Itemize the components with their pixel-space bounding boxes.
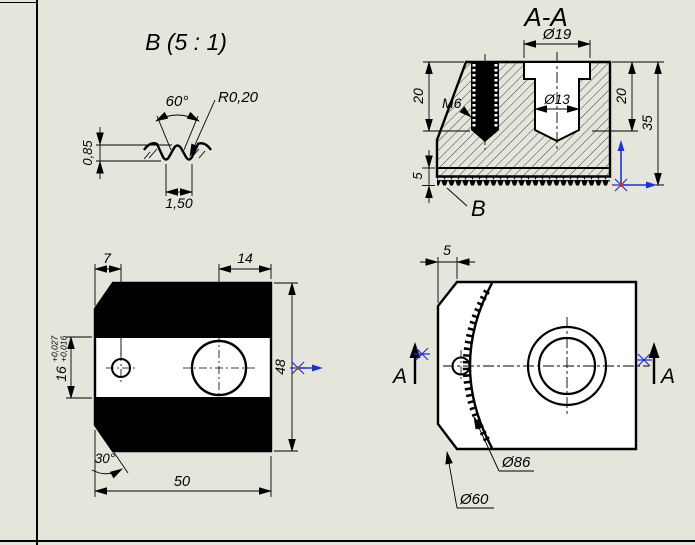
- knurl-profile-hatch: [143, 148, 206, 160]
- section-arrowhead-icon: [409, 342, 421, 358]
- dim-slot-height-text: 16: [53, 366, 69, 382]
- dim-groove-depth-text: 0,85: [80, 140, 95, 166]
- knurl-profile-outline: [143, 142, 212, 161]
- dim-boss-dia: Ø60: [445, 451, 494, 509]
- dim-hole-depth-text: 20: [613, 88, 629, 105]
- dim-flange-height: 5: [410, 150, 435, 203]
- dim-knurl-pitch: 1,50: [165, 164, 193, 211]
- dim-chamfer-angle-text: 30°: [95, 451, 116, 466]
- dim-tip-radius-text: R0,20: [218, 89, 259, 106]
- origin-marker-section: [613, 140, 657, 192]
- dim-counterbore-dia: Ø19: [523, 26, 591, 58]
- dim-flange-height-text: 5: [410, 172, 425, 180]
- detail-callout-b-text: B: [471, 196, 486, 221]
- dim-tip-radius: R0,20: [189, 89, 259, 157]
- detail-callout-b: B: [446, 187, 486, 221]
- dim-height: 48: [272, 282, 298, 452]
- threaded-hole-m6: [471, 54, 499, 150]
- dim-counterbore-dia-text: Ø19: [542, 26, 572, 43]
- dim-hole-offset-text: 7: [103, 250, 112, 266]
- dim-thread-depth: 20: [410, 61, 470, 132]
- dim-knurl-dia-text: Ø86: [501, 454, 531, 471]
- dim-chamfer-angle: 30°: [91, 450, 129, 479]
- dim-hole-dia-text: Ø13: [543, 92, 570, 107]
- label-thread: M6: [442, 95, 472, 118]
- detail-view-title: B (5 : 1): [145, 29, 227, 55]
- front-view: 7 14 16 +0,027 +0,016 30°: [50, 250, 323, 497]
- dim-slot-height: 16 +0,027 +0,016: [50, 335, 92, 399]
- dim-height-text: 48: [272, 359, 288, 375]
- dim-width-text: 50: [174, 474, 190, 490]
- dim-hole-dia: Ø13: [534, 92, 580, 113]
- origin-asterisk-icon: [636, 353, 652, 367]
- dim-overall-height-text: 35: [639, 115, 655, 131]
- section-arrow-a-left: A: [391, 342, 430, 388]
- dim-overall-height: 35: [612, 61, 664, 186]
- boss-outer-circle: [526, 325, 608, 407]
- knurl-band-top: [95, 283, 271, 337]
- knurl-teeth-strip: [437, 176, 610, 186]
- section-arrow-a-right: A: [636, 342, 675, 388]
- origin-point-icon: [296, 366, 300, 370]
- side-view: 5 A A Ø86 Ø60: [391, 242, 675, 509]
- dim-slot-tol-lower-text: +0,016: [59, 335, 69, 362]
- origin-asterisk-icon: [414, 347, 430, 361]
- dim-groove-angle: 60°: [155, 93, 200, 151]
- dim-rim-width-text: 5: [443, 242, 451, 258]
- dim-rim-width: 5: [420, 242, 475, 303]
- boss-inner-circle: [537, 336, 597, 396]
- origin-arrowhead-right-icon: [646, 181, 657, 189]
- section-arrowhead-icon: [648, 342, 660, 358]
- side-body: [436, 280, 638, 451]
- dim-groove-depth: 0,85: [80, 127, 172, 179]
- dim-thread-depth-text: 20: [410, 88, 426, 105]
- dim-hole-depth: 20: [592, 61, 638, 132]
- section-view-aa: A-A Ø19 Ø13 M6: [410, 2, 664, 221]
- origin-point-icon: [619, 183, 623, 187]
- origin-arrowhead-right-icon: [312, 364, 323, 372]
- dim-knurl-dia: Ø86: [473, 416, 534, 472]
- dim-width: 50: [94, 430, 272, 497]
- knurl-band-bottom: [95, 398, 271, 451]
- origin-arrowhead-up-icon: [617, 140, 625, 151]
- section-label-a-left: A: [391, 365, 407, 388]
- dim-center-to-edge-text: 14: [237, 250, 253, 266]
- dim-boss-dia-text: Ø60: [459, 491, 489, 508]
- small-hole: [451, 356, 471, 376]
- dim-slot-tol-upper-text: +0,027: [50, 335, 60, 362]
- label-thread-text: M6: [442, 95, 462, 111]
- dim-groove-angle-text: 60°: [166, 93, 189, 110]
- dim-knurl-pitch-text: 1,50: [165, 195, 192, 211]
- section-view-title: A-A: [522, 2, 567, 32]
- dim-hole-offset: 7: [94, 250, 122, 355]
- detail-view-b: B (5 : 1) 60° R0,20 0,85: [80, 29, 259, 211]
- origin-marker-front: [290, 361, 323, 375]
- section-label-a-right: A: [659, 365, 675, 388]
- dim-center-to-edge: 14: [218, 250, 272, 338]
